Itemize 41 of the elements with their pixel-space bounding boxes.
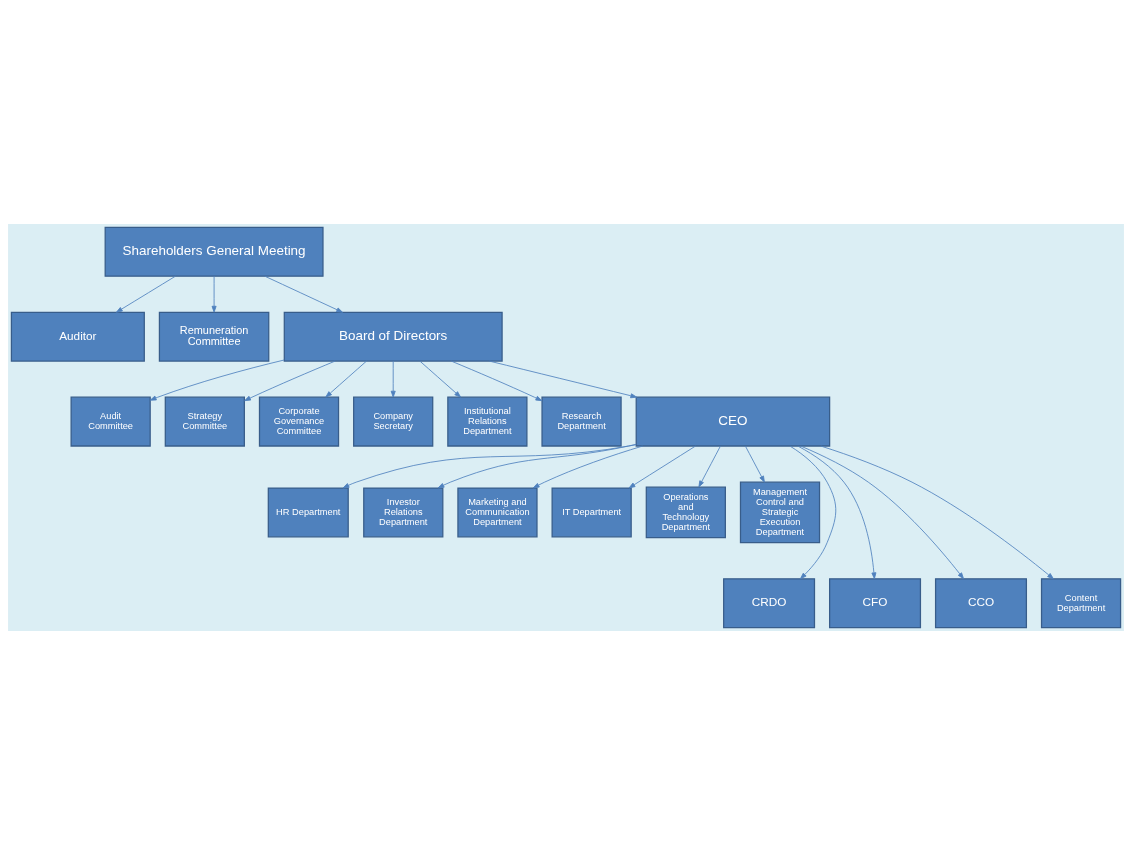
node-box: Research Department xyxy=(541,396,622,447)
node-box: Board of Directors xyxy=(283,311,503,362)
arrow xyxy=(797,445,877,579)
arrow xyxy=(450,360,543,401)
node-box: Remuneration Committee xyxy=(158,311,270,362)
arrow xyxy=(325,360,367,397)
arrow xyxy=(532,445,643,488)
node-box: Institutional Relations Department xyxy=(447,396,528,447)
node-box: Operations and Technology Department xyxy=(645,486,726,538)
node-box: Auditor xyxy=(10,311,145,362)
node-box: CFO xyxy=(829,577,922,628)
arrow xyxy=(211,275,217,313)
arrow xyxy=(800,445,964,579)
node-box: CRDO xyxy=(723,577,816,628)
node-box: Strategy Committee xyxy=(164,396,245,447)
arrow xyxy=(698,445,721,487)
arrow xyxy=(115,275,176,313)
node-box: HR Department xyxy=(267,486,349,537)
node-box: IT Department xyxy=(551,486,632,537)
node-box: Content Department xyxy=(1040,577,1122,628)
node-box: Audit Committee xyxy=(70,396,151,447)
node-box: Company Secretary xyxy=(353,396,434,447)
arrow xyxy=(820,445,1054,579)
arrow xyxy=(628,445,696,488)
arrow xyxy=(489,360,638,398)
arrow xyxy=(149,359,285,401)
node-box: Corporate Governance Committee xyxy=(258,396,340,447)
node-box: CCO xyxy=(934,577,1028,628)
node-box: CEO xyxy=(635,396,831,447)
arrow xyxy=(437,443,637,488)
node-box: Investor Relations Department xyxy=(363,486,444,537)
arrow xyxy=(745,445,765,482)
arrow xyxy=(789,445,837,579)
node-box: Management Control and Strategic Execution Department xyxy=(739,481,821,543)
arrow xyxy=(390,360,396,397)
arrow xyxy=(342,443,637,488)
arrow xyxy=(244,360,336,401)
node-box: Shareholders General Meeting xyxy=(104,226,324,277)
arrow xyxy=(419,360,461,397)
node-box: Marketing and Communication Department xyxy=(457,486,538,537)
arrow xyxy=(264,275,343,313)
